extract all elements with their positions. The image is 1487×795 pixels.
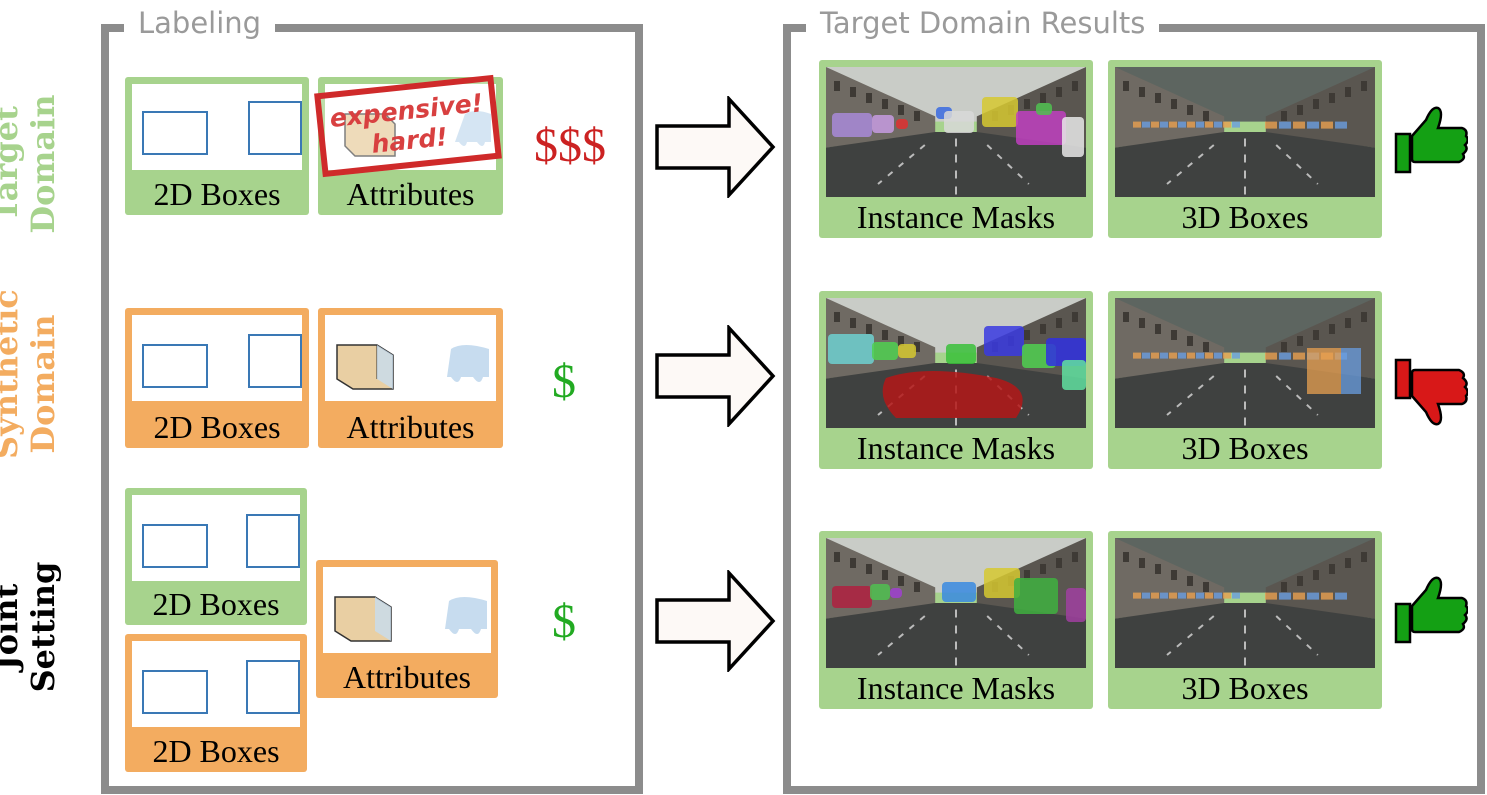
masks-caption: Instance Masks <box>856 430 1056 466</box>
joint-attributes-card: Attributes <box>316 560 498 698</box>
target-attributes-card: Attributes <box>318 77 503 215</box>
target-2d-boxes-card: 2D Boxes <box>125 77 309 215</box>
synthetic-attributes-caption: Attributes <box>346 409 475 445</box>
street-photo-3d <box>1115 67 1375 197</box>
joint-2d-boxes-card-bottom: 2D Boxes <box>125 634 307 772</box>
synthetic-price: $ <box>552 355 576 408</box>
target-attributes-caption: Attributes <box>346 176 475 212</box>
joint-2d-boxes-caption-top: 2D Boxes <box>152 586 280 622</box>
thumbs-down-icon <box>1394 358 1468 426</box>
3d-boxes-caption: 3D Boxes <box>1181 430 1309 466</box>
thumbs-up-icon <box>1394 106 1468 174</box>
joint-price: $ <box>552 595 576 648</box>
street-photo-3d <box>1115 298 1375 428</box>
thumbs-up-icon <box>1394 576 1468 644</box>
result-3d-boxes-card: 3D Boxes <box>1108 291 1382 469</box>
street-photo-masks <box>826 298 1086 428</box>
result-masks-card: Instance Masks <box>819 291 1093 469</box>
2d-box-icons <box>142 334 302 388</box>
labeling-title: Labeling <box>124 6 276 40</box>
target-2d-boxes-caption: 2D Boxes <box>153 176 281 212</box>
result-masks-card: Instance Masks <box>819 60 1093 238</box>
joint-attributes-caption: Attributes <box>343 659 471 695</box>
arrow-right-icon <box>655 570 776 672</box>
2d-box-icons <box>142 514 300 568</box>
street-photo-masks <box>826 67 1086 197</box>
joint-2d-boxes-card-top: 2D Boxes <box>125 488 307 625</box>
arrow-right-icon <box>655 96 776 198</box>
street-photo-3d <box>1115 538 1375 668</box>
result-3d-boxes-card: 3D Boxes <box>1108 531 1382 709</box>
street-photo-masks <box>826 538 1086 668</box>
result-masks-card: Instance Masks <box>819 531 1093 709</box>
synthetic-2d-boxes-caption: 2D Boxes <box>153 409 281 445</box>
masks-caption: Instance Masks <box>856 199 1056 235</box>
labeling-panel <box>101 24 643 794</box>
results-title: Target Domain Results <box>806 6 1160 40</box>
attribute-icons <box>334 596 487 642</box>
3d-boxes-caption: 3D Boxes <box>1181 670 1309 706</box>
masks-caption: Instance Masks <box>856 670 1056 706</box>
target-price: $$$ <box>534 119 606 172</box>
2d-box-icons <box>142 660 300 714</box>
3d-boxes-caption: 3D Boxes <box>1181 199 1309 235</box>
result-3d-boxes-card: 3D Boxes <box>1108 60 1382 238</box>
synthetic-attributes-card: Attributes <box>318 308 503 448</box>
arrow-right-icon <box>655 325 776 427</box>
attribute-icons <box>344 111 491 157</box>
synthetic-2d-boxes-card: 2D Boxes <box>125 308 309 448</box>
2d-box-icons <box>142 101 302 155</box>
attribute-icons <box>336 344 489 390</box>
joint-2d-boxes-caption-bottom: 2D Boxes <box>152 733 280 769</box>
